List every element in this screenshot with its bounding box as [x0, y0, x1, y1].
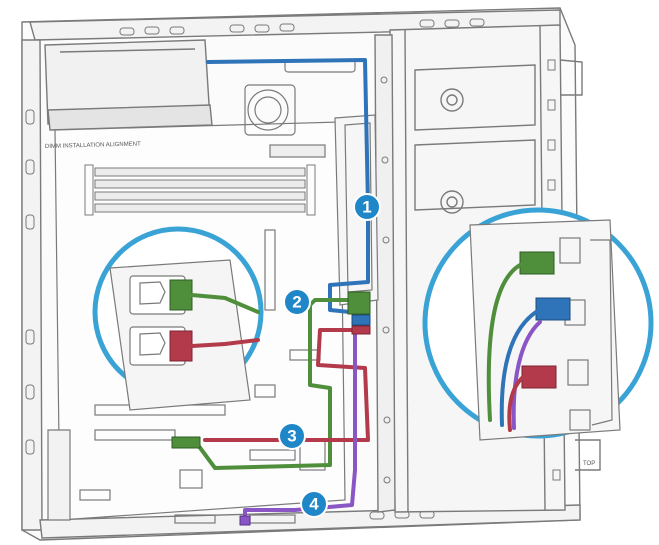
cable-blue	[206, 58, 370, 314]
right-connector-blue	[535, 297, 571, 321]
connector-blue-center	[351, 314, 371, 326]
right-connector-green	[519, 251, 555, 275]
callout-1: 1	[353, 193, 381, 221]
left-connector-red	[169, 330, 193, 362]
right-connector-red	[521, 365, 557, 389]
connector-purple-board	[239, 515, 251, 526]
connector-red-center	[351, 325, 371, 335]
callout-2: 2	[283, 288, 311, 316]
callout-4: 4	[300, 490, 328, 518]
left-connector-green	[169, 279, 193, 311]
svg-text:4: 4	[309, 495, 319, 514]
svg-text:1: 1	[362, 198, 371, 217]
callout-3: 3	[278, 422, 306, 450]
svg-text:2: 2	[292, 293, 301, 312]
left-magnifier	[92, 226, 264, 411]
dimm-slots	[84, 164, 316, 216]
connector-green-center	[347, 291, 371, 315]
power-supply	[44, 39, 213, 131]
callouts: 1 2 3 4	[278, 193, 381, 518]
top-tag: TOP	[583, 461, 595, 467]
cable-green	[183, 298, 352, 470]
svg-text:3: 3	[287, 427, 296, 446]
connector-green-board	[171, 436, 201, 449]
right-magnifier	[422, 207, 654, 441]
dimm-alignment-label: DIMM INSTALLATION ALIGNMENT	[45, 141, 141, 150]
